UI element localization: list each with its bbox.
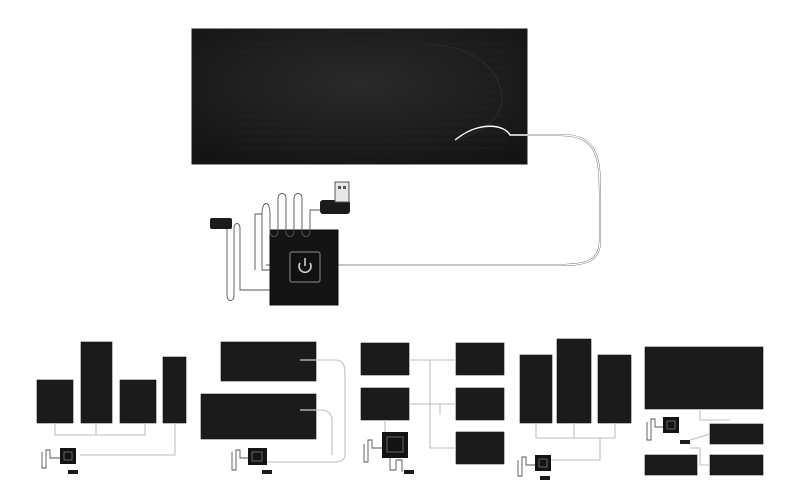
main-controller-box <box>269 229 339 306</box>
main-heating-pad <box>191 28 528 165</box>
variant-four-pads <box>36 341 187 474</box>
variant-three-pads <box>517 338 632 480</box>
main-power-cable <box>337 125 601 266</box>
main-coiled-cord <box>210 193 322 301</box>
power-icon <box>298 258 312 274</box>
variant-five-pads <box>644 346 764 476</box>
usb-plug-icon <box>320 181 350 214</box>
variant-six-pads <box>360 342 505 474</box>
variant-two-pads <box>200 341 346 474</box>
